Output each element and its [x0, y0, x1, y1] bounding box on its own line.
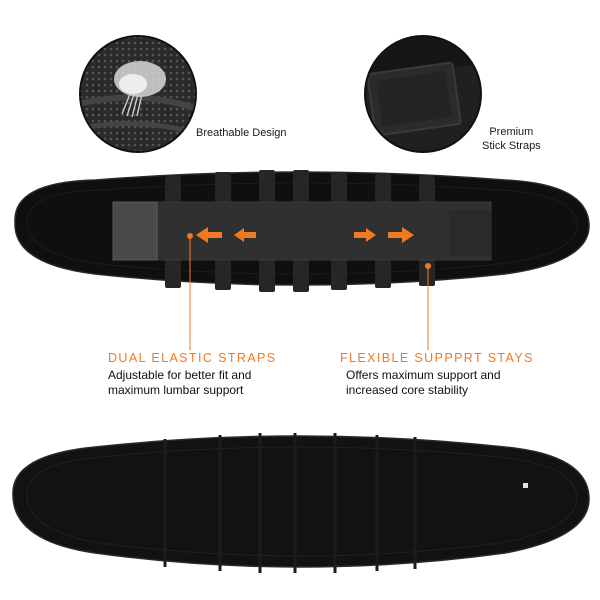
elastic-straps-description: Adjustable for better fit and maximum lu… [108, 368, 252, 397]
belt-inner-view [14, 170, 590, 292]
elastic-callout-line [187, 233, 193, 350]
stays-callout-line [425, 263, 431, 350]
arrow-left-icon [196, 227, 222, 243]
belt-outer-view [12, 433, 590, 573]
velcro-closeup-icon [364, 35, 482, 153]
breathable-design-label: Breathable Design [196, 127, 287, 139]
arrow-left-icon [234, 228, 256, 242]
elastic-straps-heading: DUAL ELASTIC STRAPS [108, 351, 277, 365]
stick-straps-label: Premium Stick Straps [482, 126, 541, 152]
arrow-right-icon [354, 228, 376, 242]
mesh-closeup-icon [79, 35, 197, 153]
support-stays-heading: FLEXIBLE SUPPPRT STAYS [340, 351, 534, 365]
support-stays-description: Offers maximum support and increased cor… [346, 368, 501, 397]
arrow-right-icon [388, 227, 414, 243]
